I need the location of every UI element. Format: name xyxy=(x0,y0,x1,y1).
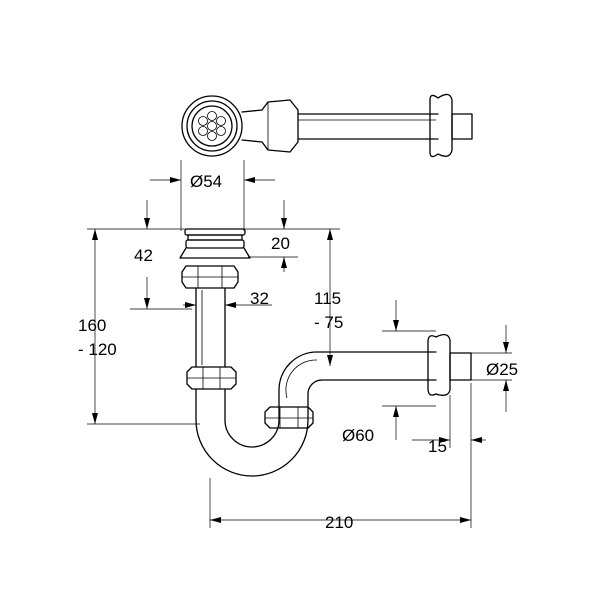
outlet-elbow xyxy=(278,351,437,408)
flange xyxy=(179,228,251,259)
trap-bend xyxy=(195,388,309,477)
total-height-label: 160 - 120 xyxy=(78,316,117,359)
top-arm xyxy=(241,93,473,158)
overall-width-label: 210 xyxy=(325,513,353,532)
top-nut-height-label: 20 xyxy=(271,234,290,253)
dim-lines xyxy=(87,160,512,528)
tail-pipe xyxy=(195,287,226,368)
trap-drop-label: 115 - 75 xyxy=(314,289,346,332)
side-view xyxy=(179,228,472,477)
escutcheon-depth-label: 15 xyxy=(428,437,447,456)
pipe-diameter-label: 32 xyxy=(250,289,269,308)
middle-nut xyxy=(186,366,237,390)
flange-diameter-label: Ø54 xyxy=(190,172,222,191)
escutcheon xyxy=(427,333,472,396)
dim-labels: Ø54 20 42 32 115 - 75 160 - 120 Ø25 Ø60 … xyxy=(78,172,518,532)
lower-nut xyxy=(264,406,314,429)
strainer-grate xyxy=(181,95,243,157)
wall-outlet-diameter-label: Ø25 xyxy=(486,360,518,379)
elbow-diameter-label: Ø60 xyxy=(342,426,374,445)
flange-to-nut-label: 42 xyxy=(134,246,153,265)
top-view xyxy=(181,93,473,158)
upper-nut xyxy=(181,265,239,289)
